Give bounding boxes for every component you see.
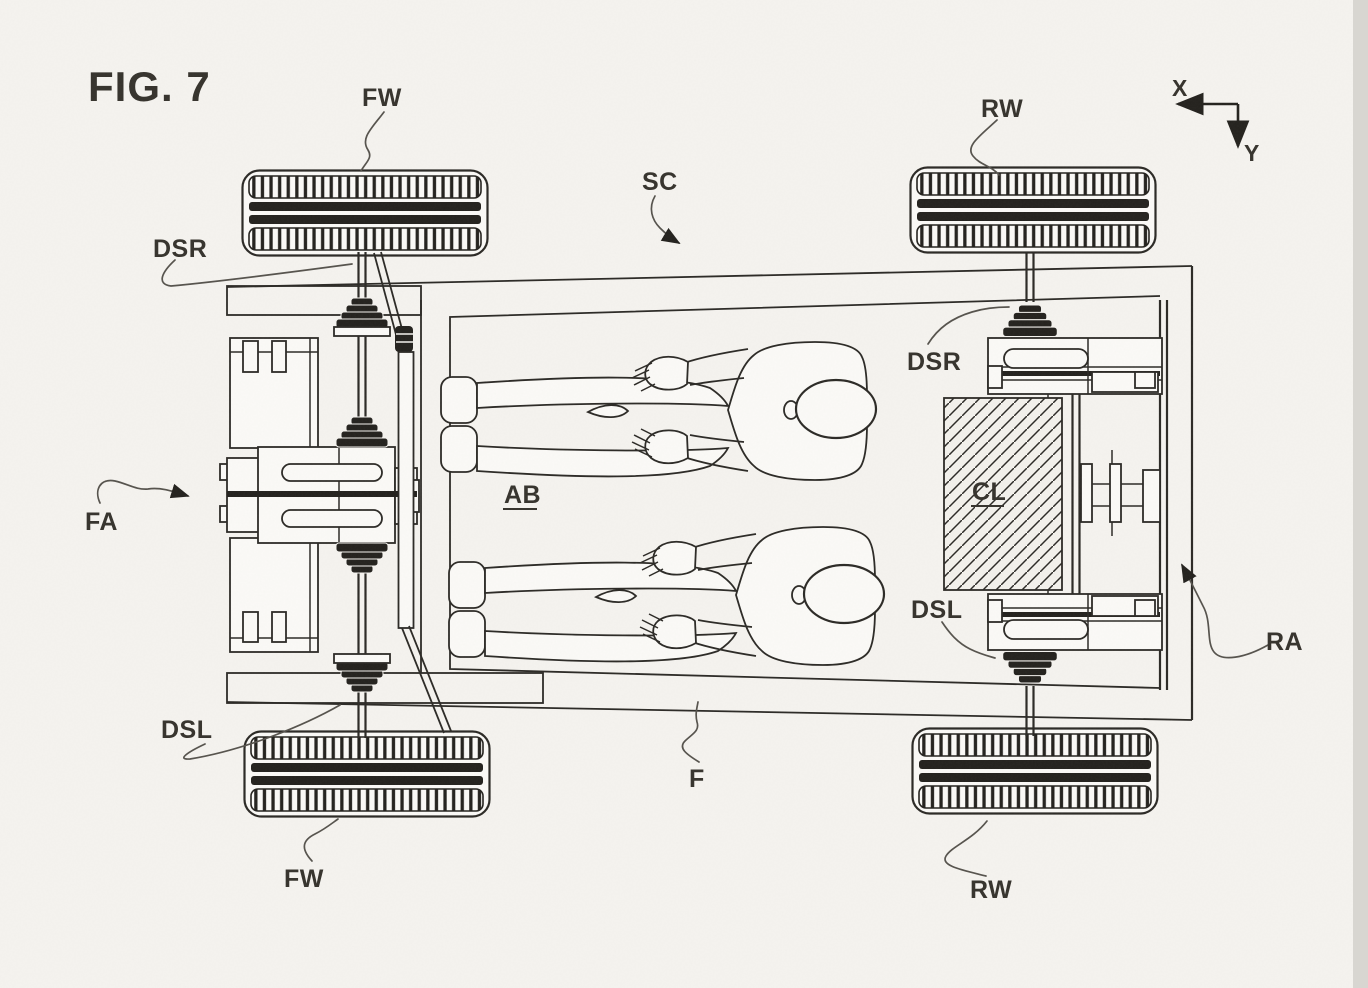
label-ab: AB <box>504 481 541 509</box>
front-wheel-bottom <box>243 730 491 818</box>
label-sc: SC <box>642 168 678 196</box>
label-dsr-rear: DSR <box>907 348 961 376</box>
rear-wheel-bottom <box>911 727 1159 815</box>
label-axis-x: X <box>1172 75 1188 101</box>
page-edge-strip <box>1353 0 1368 988</box>
label-rw-rear-bottom: RW <box>970 876 1012 904</box>
rear-wheel-top <box>909 166 1157 254</box>
label-ra: RA <box>1266 628 1303 656</box>
label-axis-y: Y <box>1244 140 1260 166</box>
front-wheel-top <box>241 169 489 257</box>
label-dsl-front: DSL <box>161 716 213 744</box>
label-dsl-rear: DSL <box>911 596 963 624</box>
label-fw-front-top: FW <box>362 84 402 112</box>
label-fa: FA <box>85 508 118 536</box>
label-rw-rear-top: RW <box>981 95 1023 123</box>
figure-title: FIG. 7 <box>88 63 211 110</box>
label-dsr-front: DSR <box>153 235 207 263</box>
label-fw-front-bottom: FW <box>284 865 324 893</box>
label-f: F <box>689 765 705 793</box>
label-cl: CL <box>972 478 1006 506</box>
